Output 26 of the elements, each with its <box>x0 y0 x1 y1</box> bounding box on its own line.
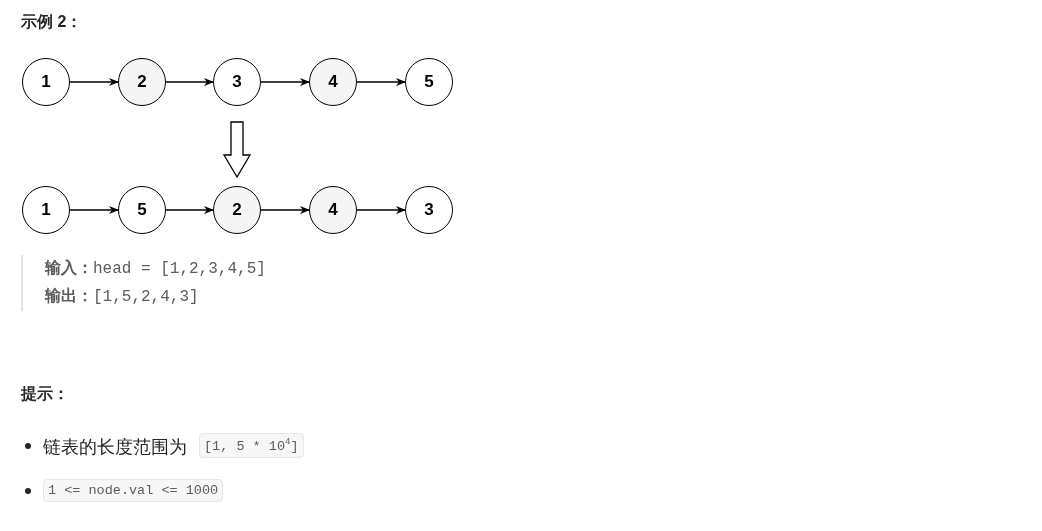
hollow-down-arrow <box>222 121 252 179</box>
arrow <box>165 206 214 214</box>
inline-code: [1, 5 * 10$^{4}$] <box>199 433 304 458</box>
arrow <box>260 206 310 214</box>
list-node-circle: 2 <box>118 58 166 106</box>
list-node-circle: 1 <box>22 58 70 106</box>
arrow <box>356 78 406 86</box>
example-title: 示例 2： <box>21 12 83 32</box>
example-io-text: 输出：[1,5,2,4,3] <box>45 286 199 307</box>
list-node-circle: 3 <box>405 186 453 234</box>
section-heading: 提示： <box>21 384 69 404</box>
list-node-circle: 2 <box>213 186 261 234</box>
example-io-text: 输入：head = [1,2,3,4,5] <box>45 258 266 279</box>
arrow <box>260 78 310 86</box>
constraint-text: 链表的长度范围为 <box>43 436 187 459</box>
inline-code: 1 <= node.val <= 1000 <box>43 479 224 502</box>
list-node-circle: 3 <box>213 58 261 106</box>
list-node-circle: 4 <box>309 186 357 234</box>
list-node-circle: 4 <box>309 58 357 106</box>
arrow <box>356 206 406 214</box>
arrow <box>69 206 119 214</box>
list-node-circle: 5 <box>405 58 453 106</box>
arrow <box>165 78 214 86</box>
list-node-circle: 5 <box>118 186 166 234</box>
arrow <box>69 78 119 86</box>
list-node-circle: 1 <box>22 186 70 234</box>
